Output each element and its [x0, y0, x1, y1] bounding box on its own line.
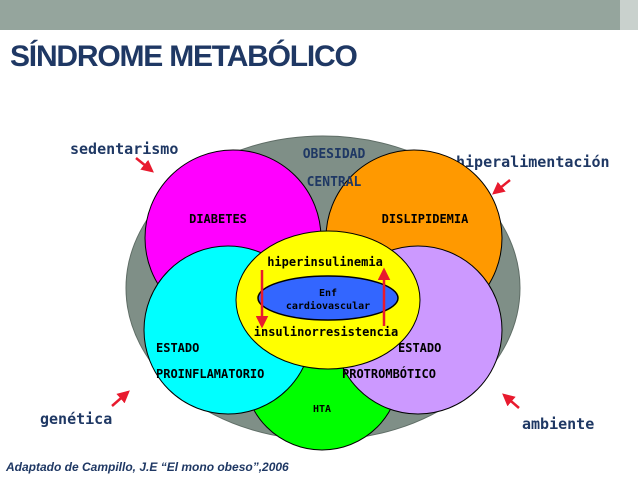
diabetes-label: DIABETES — [189, 212, 247, 226]
hiperinsulinemia-label: hiperinsulinemia — [267, 255, 383, 269]
source-footnote: Adaptado de Campillo, J.E “El mono obeso… — [6, 460, 289, 474]
label-genetica: genética — [40, 410, 113, 428]
label-sedentarismo: sedentarismo — [70, 140, 179, 158]
label-ambiente: ambiente — [522, 415, 595, 433]
slide-title: SÍNDROME METABÓLICO — [10, 40, 358, 73]
proinflamatorio-line2-label: PROINFLAMATORIO — [156, 367, 264, 381]
enf-cardiovascular-ellipse — [257, 275, 399, 321]
label-hiperalimentacion: hiperalimentación — [456, 153, 610, 171]
dislipidemia-label: DISLIPIDEMIA — [382, 212, 469, 226]
hiperalimentacion-arrow — [492, 179, 511, 195]
genetica-arrow — [111, 390, 130, 407]
protrombotico-line2-label: PROTROMBÓTICO — [342, 366, 436, 381]
central-label: CENTRAL — [307, 175, 362, 190]
protrombotico-line1-label: ESTADO — [398, 341, 441, 355]
top-band-corner — [620, 0, 638, 30]
sedentarismo-arrow — [135, 157, 154, 173]
enf-label: Enf — [319, 288, 337, 299]
insulinorresistencia-label: insulinorresistencia — [254, 325, 399, 339]
hta-label: HTA — [313, 404, 331, 415]
obesidad-label: OBESIDAD — [303, 147, 366, 162]
cardiovascular-label: cardiovascular — [286, 300, 370, 312]
proinflamatorio-line1-label: ESTADO — [156, 341, 199, 355]
ambiente-arrow — [502, 393, 520, 409]
top-decorative-band — [0, 0, 638, 30]
